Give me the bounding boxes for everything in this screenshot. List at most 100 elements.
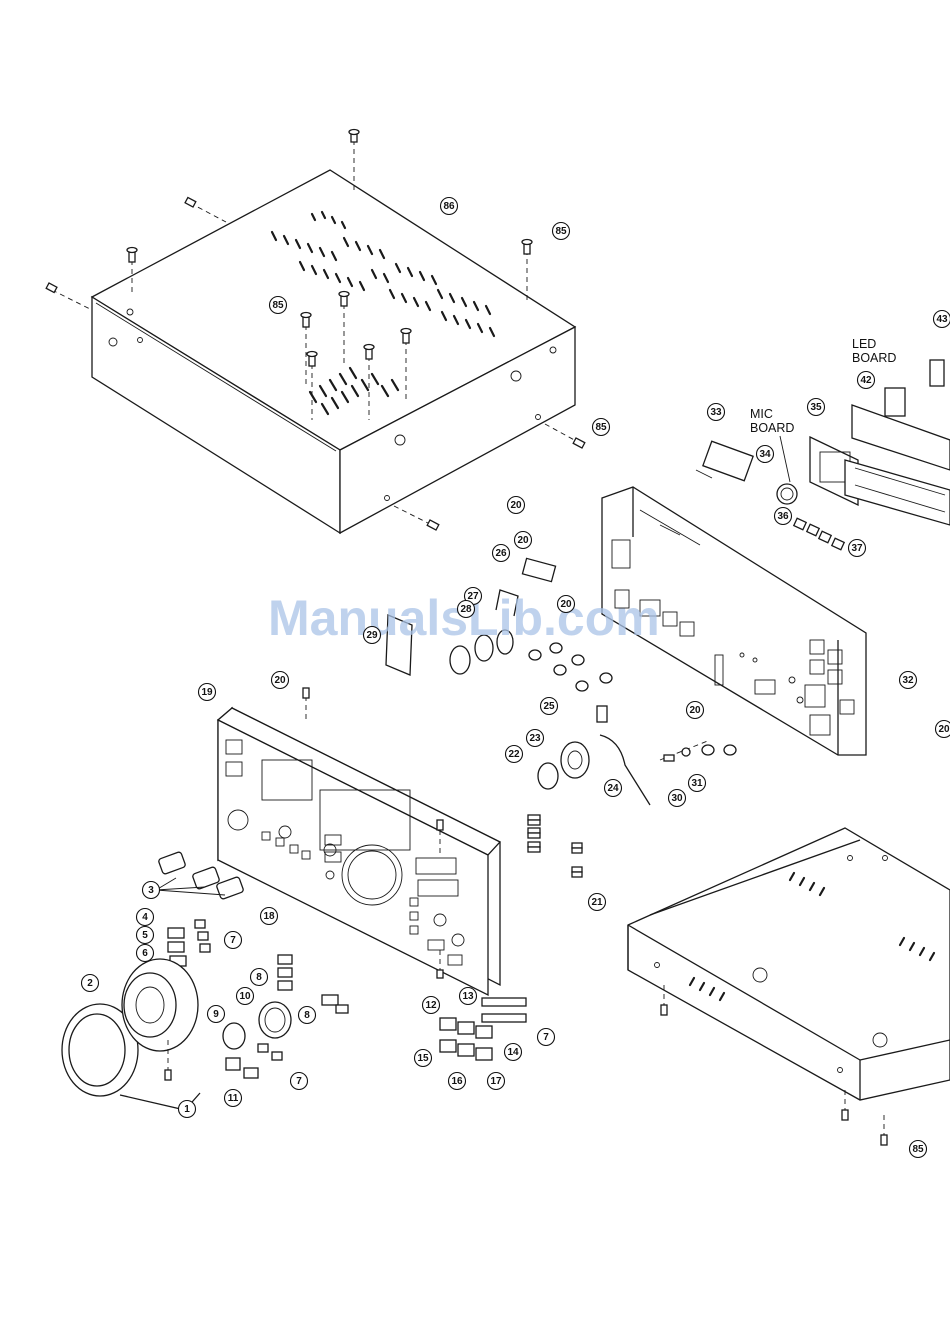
callout-29: 29 bbox=[364, 627, 381, 644]
callout-22: 22 bbox=[506, 746, 523, 763]
callout-9: 9 bbox=[208, 1006, 225, 1023]
callout-5: 5 bbox=[137, 927, 154, 944]
callout-label: 8 bbox=[304, 1010, 310, 1021]
callout-8: 8 bbox=[251, 969, 268, 986]
callout-label: 22 bbox=[508, 749, 520, 760]
callout-25: 25 bbox=[541, 698, 558, 715]
callout-label: 3 bbox=[148, 885, 154, 896]
callout-label: 11 bbox=[228, 1093, 239, 1104]
callout-label: 33 bbox=[710, 407, 722, 418]
callout-21: 21 bbox=[589, 894, 606, 911]
callout-label: 2 bbox=[87, 978, 93, 989]
callout-label: 7 bbox=[543, 1032, 549, 1043]
callout-2: 2 bbox=[82, 975, 99, 992]
callout-label: 35 bbox=[810, 402, 822, 413]
callout-34: 34 bbox=[757, 446, 774, 463]
callout-43: 43 bbox=[934, 311, 950, 328]
callout-20: 20 bbox=[687, 702, 704, 719]
bottom-cover bbox=[628, 828, 950, 1145]
callout-42: 42 bbox=[858, 372, 875, 389]
callout-label: 26 bbox=[495, 548, 507, 559]
callout-28: 28 bbox=[458, 601, 475, 618]
callout-11: 11 bbox=[225, 1090, 242, 1107]
callout-15: 15 bbox=[415, 1050, 432, 1067]
mic-board-label-line2: BOARD bbox=[750, 421, 794, 435]
callout-1: 1 bbox=[179, 1101, 196, 1118]
top-cover bbox=[46, 130, 585, 534]
callout-label: 85 bbox=[912, 1144, 924, 1155]
callout-label: 17 bbox=[490, 1076, 502, 1087]
callout-label: 10 bbox=[239, 991, 251, 1002]
callout-86: 86 bbox=[441, 198, 458, 215]
callout-label: 12 bbox=[425, 1000, 437, 1011]
callout-23: 23 bbox=[527, 730, 544, 747]
callout-10: 10 bbox=[237, 988, 254, 1005]
callout-35: 35 bbox=[808, 399, 825, 416]
callout-20: 20 bbox=[508, 497, 525, 514]
callout-7: 7 bbox=[291, 1073, 308, 1090]
callout-label: 20 bbox=[938, 724, 950, 735]
callout-label: 19 bbox=[201, 687, 213, 698]
callout-19: 19 bbox=[199, 684, 216, 701]
callout-14: 14 bbox=[505, 1044, 522, 1061]
callout-label: 23 bbox=[529, 733, 541, 744]
callout-label: 7 bbox=[296, 1076, 302, 1087]
callout-label: 13 bbox=[462, 991, 474, 1002]
callout-85: 85 bbox=[270, 297, 287, 314]
callout-36: 36 bbox=[775, 508, 792, 525]
front-panel bbox=[218, 688, 500, 995]
callout-13: 13 bbox=[460, 988, 477, 1005]
callout-label: 85 bbox=[555, 226, 567, 237]
callout-label: 20 bbox=[560, 599, 572, 610]
callout-label: 4 bbox=[142, 912, 148, 923]
led-board-label-line2: BOARD bbox=[852, 351, 896, 365]
callout-label: 20 bbox=[517, 535, 529, 546]
springs bbox=[528, 815, 582, 877]
callout-label: 31 bbox=[691, 778, 703, 789]
callout-label: 37 bbox=[851, 543, 863, 554]
callout-label: 20 bbox=[274, 675, 286, 686]
callout-label: 36 bbox=[777, 511, 789, 522]
callout-label: 7 bbox=[230, 935, 236, 946]
callout-label: 1 bbox=[184, 1104, 190, 1115]
callout-8: 8 bbox=[299, 1007, 316, 1024]
callout-label: 25 bbox=[543, 701, 555, 712]
callout-label: 5 bbox=[142, 930, 148, 941]
callout-label: 21 bbox=[591, 897, 603, 908]
callout-label: 42 bbox=[860, 375, 872, 386]
callout-label: 32 bbox=[902, 675, 914, 686]
callout-3: 3 bbox=[143, 882, 160, 899]
callout-33: 33 bbox=[708, 404, 725, 421]
callout-12: 12 bbox=[423, 997, 440, 1014]
callout-26: 26 bbox=[493, 545, 510, 562]
callout-85: 85 bbox=[910, 1141, 927, 1158]
callout-6: 6 bbox=[137, 945, 154, 962]
callout-17: 17 bbox=[488, 1073, 505, 1090]
callout-31: 31 bbox=[689, 775, 706, 792]
callout-label: 20 bbox=[510, 500, 522, 511]
callout-label: 28 bbox=[460, 604, 472, 615]
callout-label: 85 bbox=[595, 422, 607, 433]
callout-30: 30 bbox=[669, 790, 686, 807]
callout-label: 27 bbox=[467, 591, 479, 602]
callout-label: 24 bbox=[607, 783, 619, 794]
callout-label: 18 bbox=[263, 911, 275, 922]
callout-label: 86 bbox=[443, 201, 455, 212]
callout-20: 20 bbox=[515, 532, 532, 549]
callout-label: 43 bbox=[936, 314, 948, 325]
callout-label: 9 bbox=[213, 1009, 219, 1020]
callout-16: 16 bbox=[449, 1073, 466, 1090]
callout-label: 15 bbox=[417, 1053, 429, 1064]
callout-label: 29 bbox=[366, 630, 378, 641]
callout-label: 34 bbox=[759, 449, 771, 460]
callout-85: 85 bbox=[593, 419, 610, 436]
callout-20: 20 bbox=[272, 672, 289, 689]
callout-label: 8 bbox=[256, 972, 262, 983]
callout-label: 6 bbox=[142, 948, 148, 959]
callout-label: 85 bbox=[272, 300, 284, 311]
callout-label: 16 bbox=[451, 1076, 463, 1087]
watermark: ManualsLib.com bbox=[268, 590, 660, 646]
callout-7: 7 bbox=[538, 1029, 555, 1046]
callout-label: 14 bbox=[507, 1047, 519, 1058]
